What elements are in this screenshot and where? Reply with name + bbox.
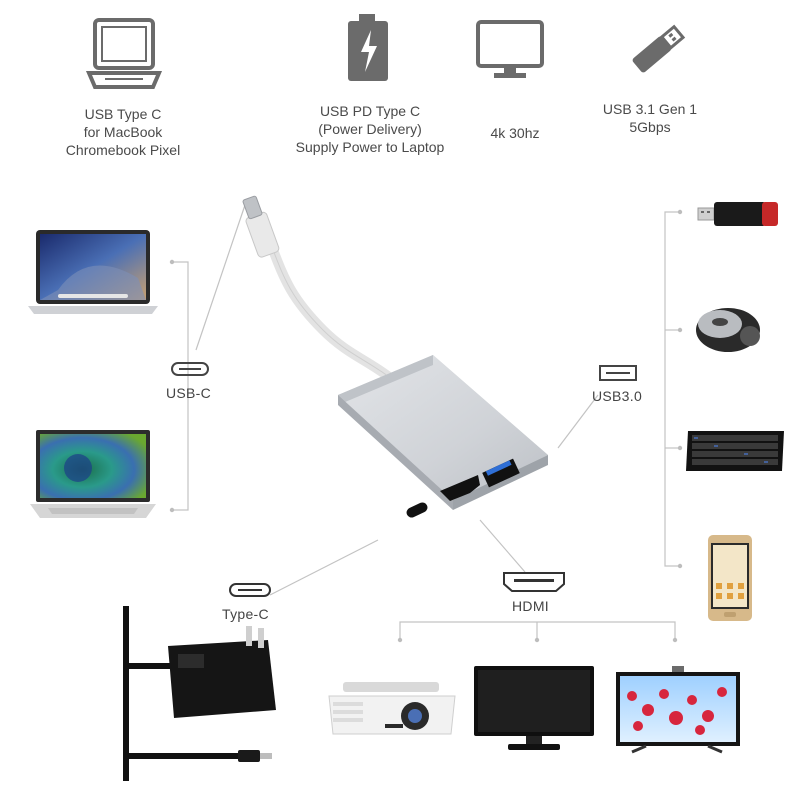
macbook-image <box>28 230 158 314</box>
tv-image <box>616 666 740 754</box>
hdmi-port-icon <box>503 572 565 592</box>
usb-c-label: USB-C <box>166 385 212 401</box>
power-adapter-image <box>123 606 276 781</box>
caption-line: USB 3.1 Gen 1 <box>602 101 698 117</box>
caption-line: 4k 30hz <box>490 125 540 141</box>
caption-line: Supply Power to Laptop <box>295 139 445 155</box>
feature-caption-power-delivery: USB PD Type C (Power Delivery) Supply Po… <box>280 102 460 156</box>
mouse-image <box>696 308 760 352</box>
feature-caption-usb31: USB 3.1 Gen 1 5Gbps <box>580 100 720 136</box>
monitor-image <box>474 666 594 750</box>
type-c-port-icon <box>229 583 271 597</box>
feature-caption-4k: 4k 30hz <box>460 124 570 142</box>
smartphone-image <box>708 535 752 621</box>
caption-line: for MacBook <box>83 124 163 140</box>
surface-laptop-image <box>30 430 156 518</box>
hdmi-label: HDMI <box>512 598 549 614</box>
laptop-icon <box>85 18 163 89</box>
feature-caption-usb-type-c: USB Type C for MacBook Chromebook Pixel <box>48 105 198 159</box>
usb-a-port-icon <box>599 365 637 381</box>
projector-image <box>328 682 456 735</box>
keyboard-image <box>686 431 784 471</box>
caption-line: USB PD Type C <box>319 103 421 119</box>
usb-stick-icon <box>632 24 686 73</box>
monitor-icon <box>476 20 544 78</box>
caption-line: (Power Delivery) <box>318 121 422 137</box>
usb3-label: USB3.0 <box>592 388 643 404</box>
battery-charge-icon <box>348 14 388 81</box>
type-c-label: Type-C <box>222 606 269 622</box>
caption-line: Chromebook Pixel <box>65 142 181 158</box>
usb-c-port-icon <box>171 362 209 376</box>
usb-drive-image <box>697 202 778 226</box>
usb-c-hub-adapter <box>242 195 548 518</box>
caption-line: USB Type C <box>84 106 162 122</box>
caption-line: 5Gbps <box>629 119 671 135</box>
